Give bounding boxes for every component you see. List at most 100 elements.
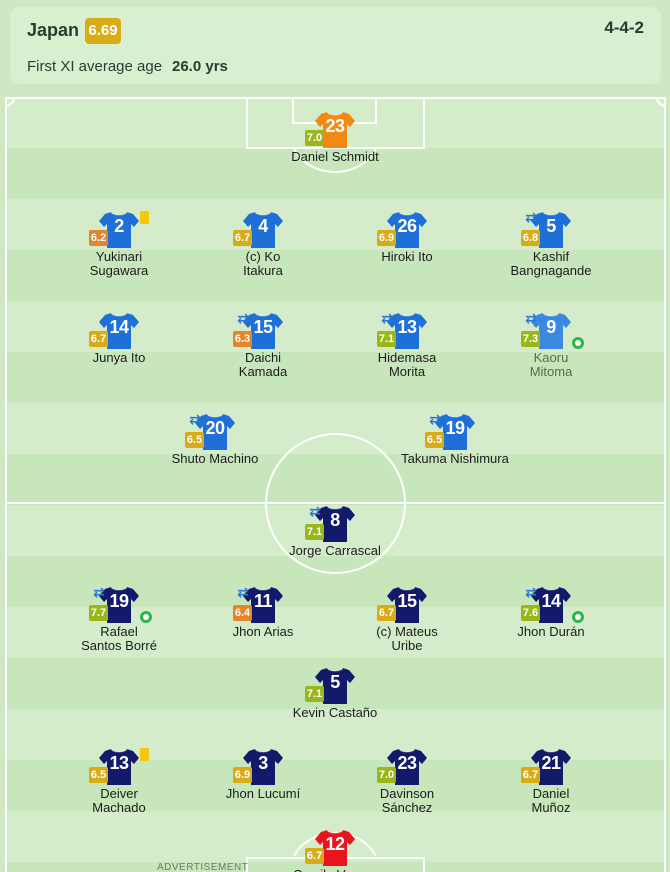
substitution-icon: ⇄ [525, 209, 537, 225]
shirt-icon: 21 [531, 748, 571, 786]
player-rating-badge: 6.5 [185, 432, 204, 448]
player-name-line: Santos Borré [81, 638, 157, 653]
player-name-line: Deiver [100, 786, 138, 801]
shirt-icon: 12 [315, 829, 355, 867]
player-name-line: Jorge Carrascal [289, 543, 381, 558]
average-age-label: First XI average age [27, 58, 163, 75]
player-rating-badge: 7.1 [305, 686, 324, 702]
player-name-line: Camilo Vargas [265, 868, 405, 872]
shirt-icon: 15 [243, 312, 283, 350]
shirt-number: 14 [541, 591, 561, 611]
player-name-line: (c) Mateus [376, 624, 438, 639]
goal-ball-icon [572, 337, 584, 349]
player-name-line: Junya Ito [92, 350, 146, 365]
team-rating-badge: 6.69 [85, 18, 121, 44]
player-rating-badge: 6.3 [233, 331, 252, 347]
player-name-line: (c) Ko [245, 249, 281, 264]
player-name: Junya Ito [49, 351, 189, 365]
shirt-icon: 23 [387, 748, 427, 786]
penalty-area-line [246, 97, 248, 149]
corner-arc [656, 97, 666, 107]
player-name-line: Shuto Machino [171, 451, 259, 466]
shirt-icon: 20 [195, 413, 235, 451]
player-name: Jhon Durán [481, 625, 621, 639]
player-name-line: Mitoma [529, 364, 573, 379]
penalty-area-line [246, 857, 248, 872]
shirt-number: 13 [397, 317, 417, 337]
player-name-line: Hidemasa [377, 350, 437, 365]
goal-area-line [292, 97, 294, 124]
pitch-left-line [5, 97, 7, 872]
advertisement-label: ADVERTISEMENT [157, 862, 249, 872]
shirt-number: 23 [325, 116, 345, 136]
player-rating-badge: 7.1 [305, 524, 324, 540]
shirt-number: 19 [445, 418, 465, 438]
player-name-line: Machado [92, 800, 146, 815]
player-name-line: Kashif [532, 249, 570, 264]
shirt-icon: 19 [435, 413, 475, 451]
player-rating-badge: 6.5 [425, 432, 444, 448]
average-age-value: 26.0 yrs [172, 58, 228, 75]
substitution-icon: ⇄ [309, 503, 321, 519]
player-name-line: Bangnagande [510, 263, 592, 278]
shirt-icon: 23 [315, 111, 355, 149]
player-name-line: Rafael [100, 624, 138, 639]
shirt-icon: 3 [243, 748, 283, 786]
shirt-number: 5 [330, 672, 340, 692]
player-name-line: Daichi [244, 350, 282, 365]
substitution-icon: ⇄ [93, 584, 105, 600]
shirt-icon: 13 [99, 748, 139, 786]
player-rating-badge: 6.7 [377, 605, 396, 621]
player-name-line: Itakura [243, 263, 283, 278]
substitution-icon: ⇄ [237, 310, 249, 326]
player-name-line: Jhon Lucumí [225, 786, 301, 801]
shirt-icon: 14 [531, 586, 571, 624]
substitution-icon: ⇄ [429, 411, 441, 427]
shirt-icon: 2 [99, 211, 139, 249]
shirt-icon: 8 [315, 505, 355, 543]
shirt-number: 23 [397, 753, 417, 773]
player-name-line: Jhon Durán [517, 624, 585, 639]
player-rating-badge: 6.7 [521, 767, 540, 783]
goal-ball-icon [572, 611, 584, 623]
shirt-number: 21 [541, 753, 561, 773]
formation-label: 4-4-2 [604, 18, 644, 37]
substitution-icon: ⇄ [525, 310, 537, 326]
shirt-number: 26 [397, 216, 417, 236]
player-name-line: Sánchez [381, 800, 433, 815]
yellow-card-icon [140, 748, 149, 761]
player-name: Jorge Carrascal [265, 544, 405, 558]
player-name-line: Takuma Nishimura [401, 451, 509, 466]
player-rating-badge: 6.2 [89, 230, 108, 246]
substitution-icon: ⇄ [381, 310, 393, 326]
player-name: Kevin Castaño [265, 706, 405, 720]
penalty-area-line [423, 97, 425, 149]
shirt-number: 9 [546, 317, 556, 337]
player-rating-badge: 7.6 [521, 605, 540, 621]
shirt-number: 8 [330, 510, 340, 530]
yellow-card-icon [140, 211, 149, 224]
goal-ball-icon [140, 611, 152, 623]
player-rating-badge: 7.3 [521, 331, 540, 347]
substitution-icon: ⇄ [525, 584, 537, 600]
shirt-icon: 14 [99, 312, 139, 350]
shirt-icon: 5 [315, 667, 355, 705]
shirt-icon: 26 [387, 211, 427, 249]
penalty-area-line [423, 857, 425, 872]
shirt-icon: 5 [531, 211, 571, 249]
team-name[interactable]: Japan [27, 20, 80, 40]
shirt-number: 3 [258, 753, 268, 773]
player-name: Shuto Machino [145, 452, 285, 466]
shirt-icon: 4 [243, 211, 283, 249]
player-name: Daniel Schmidt [265, 150, 405, 164]
shirt-number: 4 [258, 216, 268, 236]
player-name-line: Uribe [391, 638, 423, 653]
